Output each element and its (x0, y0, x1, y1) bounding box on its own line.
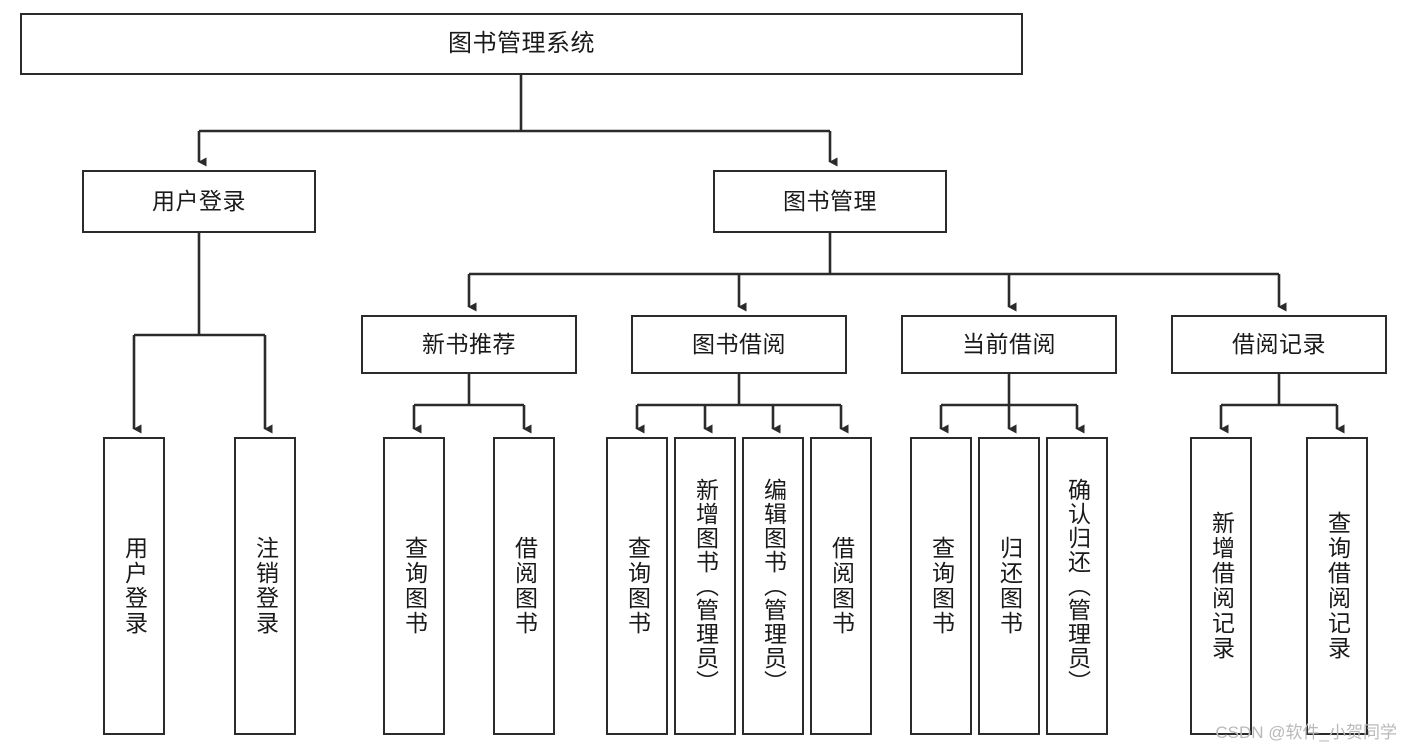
leaf-user-login[interactable]: 用户登录 (103, 437, 165, 735)
node-label: 图书借阅 (692, 331, 786, 358)
leaf-edit-book-admin[interactable]: 编辑图书（管理员） (742, 437, 804, 735)
leaf-confirm-return-admin[interactable]: 确认归还（管理员） (1046, 437, 1108, 735)
node-label: 新增借阅记录 (1208, 511, 1235, 661)
leaf-add-borrow-record[interactable]: 新增借阅记录 (1190, 437, 1252, 735)
leaf-query-book-recommend[interactable]: 查询图书 (383, 437, 445, 735)
node-label: 查询图书 (624, 536, 651, 636)
node-new-book-recommend[interactable]: 新书推荐 (361, 315, 577, 374)
node-root-system[interactable]: 图书管理系统 (20, 13, 1023, 75)
leaf-query-book-borrow[interactable]: 查询图书 (606, 437, 668, 735)
node-label: 借阅图书 (828, 536, 855, 636)
node-label: 查询图书 (928, 536, 955, 636)
node-label: 借阅图书 (511, 536, 538, 636)
node-borrow-records[interactable]: 借阅记录 (1171, 315, 1387, 374)
node-current-borrow[interactable]: 当前借阅 (901, 315, 1117, 374)
node-label: 图书管理 (783, 188, 877, 215)
node-label: 注销登录 (252, 536, 279, 636)
leaf-return-book[interactable]: 归还图书 (978, 437, 1040, 735)
node-label: 归还图书 (996, 536, 1023, 636)
leaf-borrow-book[interactable]: 借阅图书 (810, 437, 872, 735)
node-user-login[interactable]: 用户登录 (82, 170, 316, 233)
watermark: CSDN @软件_小贺同学 (1215, 723, 1397, 742)
node-label: 用户登录 (152, 188, 246, 215)
node-book-management[interactable]: 图书管理 (713, 170, 947, 233)
node-book-borrow[interactable]: 图书借阅 (631, 315, 847, 374)
leaf-user-logout[interactable]: 注销登录 (234, 437, 296, 735)
node-label: 查询图书 (401, 536, 428, 636)
node-label: 新增图书（管理员） (692, 478, 719, 694)
node-label: 当前借阅 (962, 331, 1056, 358)
node-label: 确认归还（管理员） (1064, 478, 1091, 694)
node-label: 编辑图书（管理员） (760, 478, 787, 694)
node-label: 用户登录 (121, 536, 148, 636)
leaf-borrow-book-recommend[interactable]: 借阅图书 (493, 437, 555, 735)
leaf-query-book-current[interactable]: 查询图书 (910, 437, 972, 735)
node-label: 图书管理系统 (448, 30, 595, 58)
node-label: 借阅记录 (1232, 331, 1326, 358)
leaf-query-borrow-record[interactable]: 查询借阅记录 (1306, 437, 1368, 735)
node-label: 查询借阅记录 (1324, 511, 1351, 661)
leaf-add-book-admin[interactable]: 新增图书（管理员） (674, 437, 736, 735)
node-label: 新书推荐 (422, 331, 516, 358)
